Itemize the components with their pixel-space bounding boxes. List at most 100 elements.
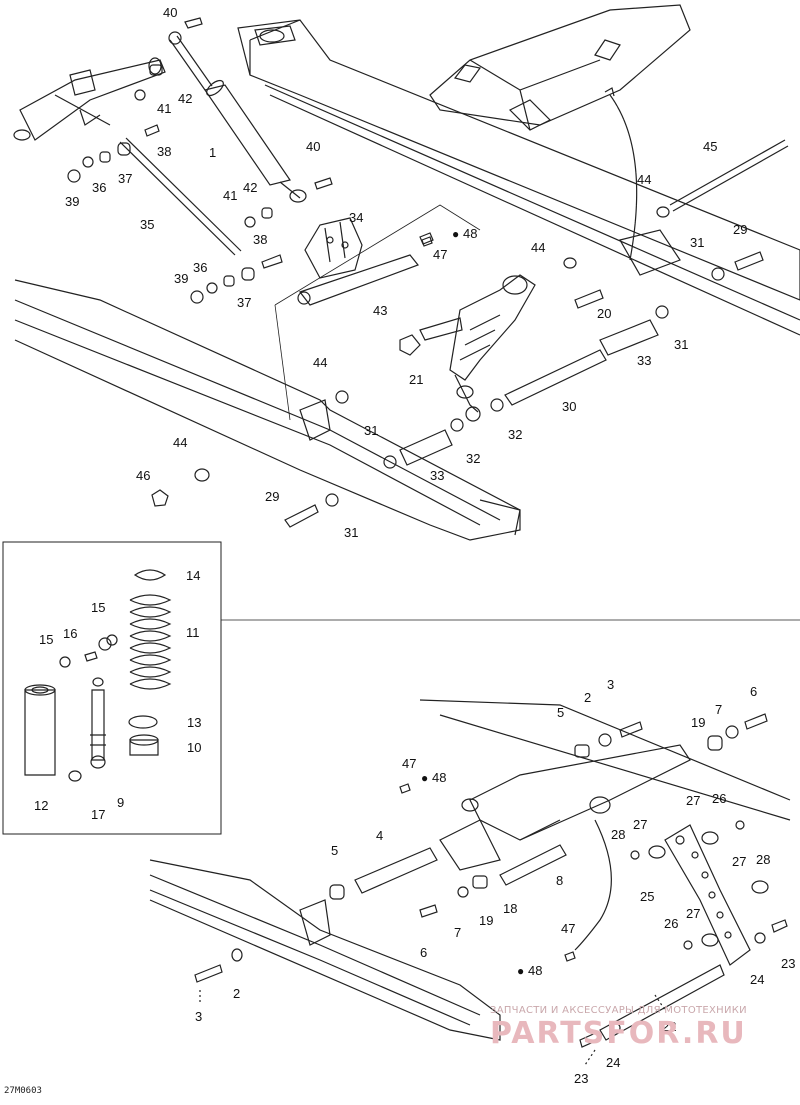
callout-39b: 39	[174, 271, 189, 286]
callout-33: 33	[637, 353, 652, 368]
watermark: ЗАПЧАСТИ И АКСЕССУАРЫ ДЛЯ МОТОТЕХНИКИ PA…	[490, 1005, 790, 1051]
callout-31: 31	[690, 235, 705, 250]
front-a-arm-bottom	[439, 744, 691, 871]
callout-44d: 44	[173, 435, 188, 450]
callout-15: 15	[39, 632, 54, 647]
callout-47c: 47	[561, 921, 576, 936]
tube-43	[299, 254, 419, 306]
rod-22	[599, 964, 725, 1041]
callout-27: 27	[686, 793, 701, 808]
callout-18: 18	[503, 901, 518, 916]
callout-28: 28	[611, 827, 626, 842]
callout-4: 4	[376, 828, 384, 843]
callout-31d: 31	[344, 525, 359, 540]
callout-39: 39	[65, 194, 80, 209]
callout-27c: 27	[732, 854, 747, 869]
callout-11: 11	[186, 625, 200, 640]
callout-28b: 28	[756, 852, 771, 867]
front-arm	[13, 57, 166, 141]
watermark-logo: PARTSFOR.RU	[490, 1016, 747, 1051]
callout-33b: 33	[430, 468, 445, 483]
callout-48: 48	[463, 226, 478, 241]
callout-13: 13	[187, 715, 202, 730]
callout-29b: 29	[265, 489, 280, 504]
callout-36b: 36	[193, 260, 208, 275]
callout-10: 10	[187, 740, 202, 755]
callout-42b: 42	[243, 180, 258, 195]
callout-41: 41	[157, 101, 172, 116]
callout-38b: 38	[253, 232, 268, 247]
callout-1: 1	[209, 145, 217, 160]
upper-a-arm	[429, 4, 691, 131]
callout-16: 16	[63, 626, 78, 641]
callout-37b: 37	[237, 295, 252, 310]
callout-6b: 6	[420, 945, 428, 960]
callout-3: 3	[607, 677, 615, 692]
callout-19b: 19	[479, 913, 494, 928]
drawing-code: 27M0603	[4, 1086, 42, 1096]
callout-41b: 41	[223, 188, 238, 203]
callout-27d: 27	[686, 906, 701, 921]
callout-24: 24	[750, 972, 765, 987]
hardware-upper-left	[67, 17, 434, 304]
shock-exploded-inset	[2, 541, 222, 835]
callout-7b: 7	[454, 925, 462, 940]
bracket-34	[304, 217, 363, 279]
callout-45: 45	[703, 139, 718, 154]
callout-48c: 48	[528, 963, 543, 978]
callout-12: 12	[34, 798, 49, 813]
callout-36: 36	[92, 180, 107, 195]
callout-40b: 40	[306, 139, 321, 154]
shock-21	[449, 274, 536, 399]
callout-19: 19	[691, 715, 706, 730]
callout-2b: 2	[233, 986, 241, 1001]
callout-43: 43	[373, 303, 388, 318]
callout-44b: 44	[531, 240, 546, 255]
callout-17: 17	[91, 807, 106, 822]
callout-26b: 26	[664, 916, 679, 931]
callout-2: 2	[584, 690, 592, 705]
callout-46: 46	[136, 468, 151, 483]
upper-rail	[237, 19, 800, 336]
callout-40: 40	[163, 5, 178, 20]
callout-15b: 15	[91, 600, 106, 615]
callout-44c: 44	[313, 355, 328, 370]
droplet-icon: ●	[421, 771, 429, 785]
callout-44: 44	[637, 172, 652, 187]
shock-absorber-1	[168, 31, 307, 203]
callout-32: 32	[508, 427, 523, 442]
callout-47b: 47	[402, 756, 417, 771]
inset-parts	[24, 569, 172, 782]
callout-6: 6	[750, 684, 758, 699]
lower-rail-top	[14, 279, 521, 541]
callout-37: 37	[118, 171, 133, 186]
callout-38: 38	[157, 144, 172, 159]
watermark-tagline: ЗАПЧАСТИ И АКСЕССУАРЫ ДЛЯ МОТОТЕХНИКИ	[490, 1005, 747, 1016]
callout-21: 21	[409, 372, 424, 387]
callout-30: 30	[562, 399, 577, 414]
callout-5: 5	[557, 705, 565, 720]
callout-47: 47	[433, 247, 448, 262]
callout-22: 22	[662, 1019, 677, 1034]
callout-32b: 32	[466, 451, 481, 466]
callout-42: 42	[178, 91, 193, 106]
droplet-icon: ●	[517, 964, 525, 978]
callout-3b: 3	[195, 1009, 203, 1024]
callout-25: 25	[640, 889, 655, 904]
callout-20: 20	[597, 306, 612, 321]
rod-45	[669, 139, 786, 206]
callout-31b: 31	[674, 337, 689, 352]
callout-27b: 27	[633, 817, 648, 832]
callout-48b: 48	[432, 770, 447, 785]
callout-9: 9	[117, 795, 125, 810]
callout-23b: 23	[574, 1071, 589, 1086]
lower-rail-bottom	[149, 699, 791, 1041]
rocker-25	[664, 824, 751, 966]
rod-35	[119, 141, 236, 256]
callout-29: 29	[733, 222, 748, 237]
callout-5b: 5	[331, 843, 339, 858]
callout-14: 14	[186, 568, 201, 583]
callout-31c: 31	[364, 423, 379, 438]
